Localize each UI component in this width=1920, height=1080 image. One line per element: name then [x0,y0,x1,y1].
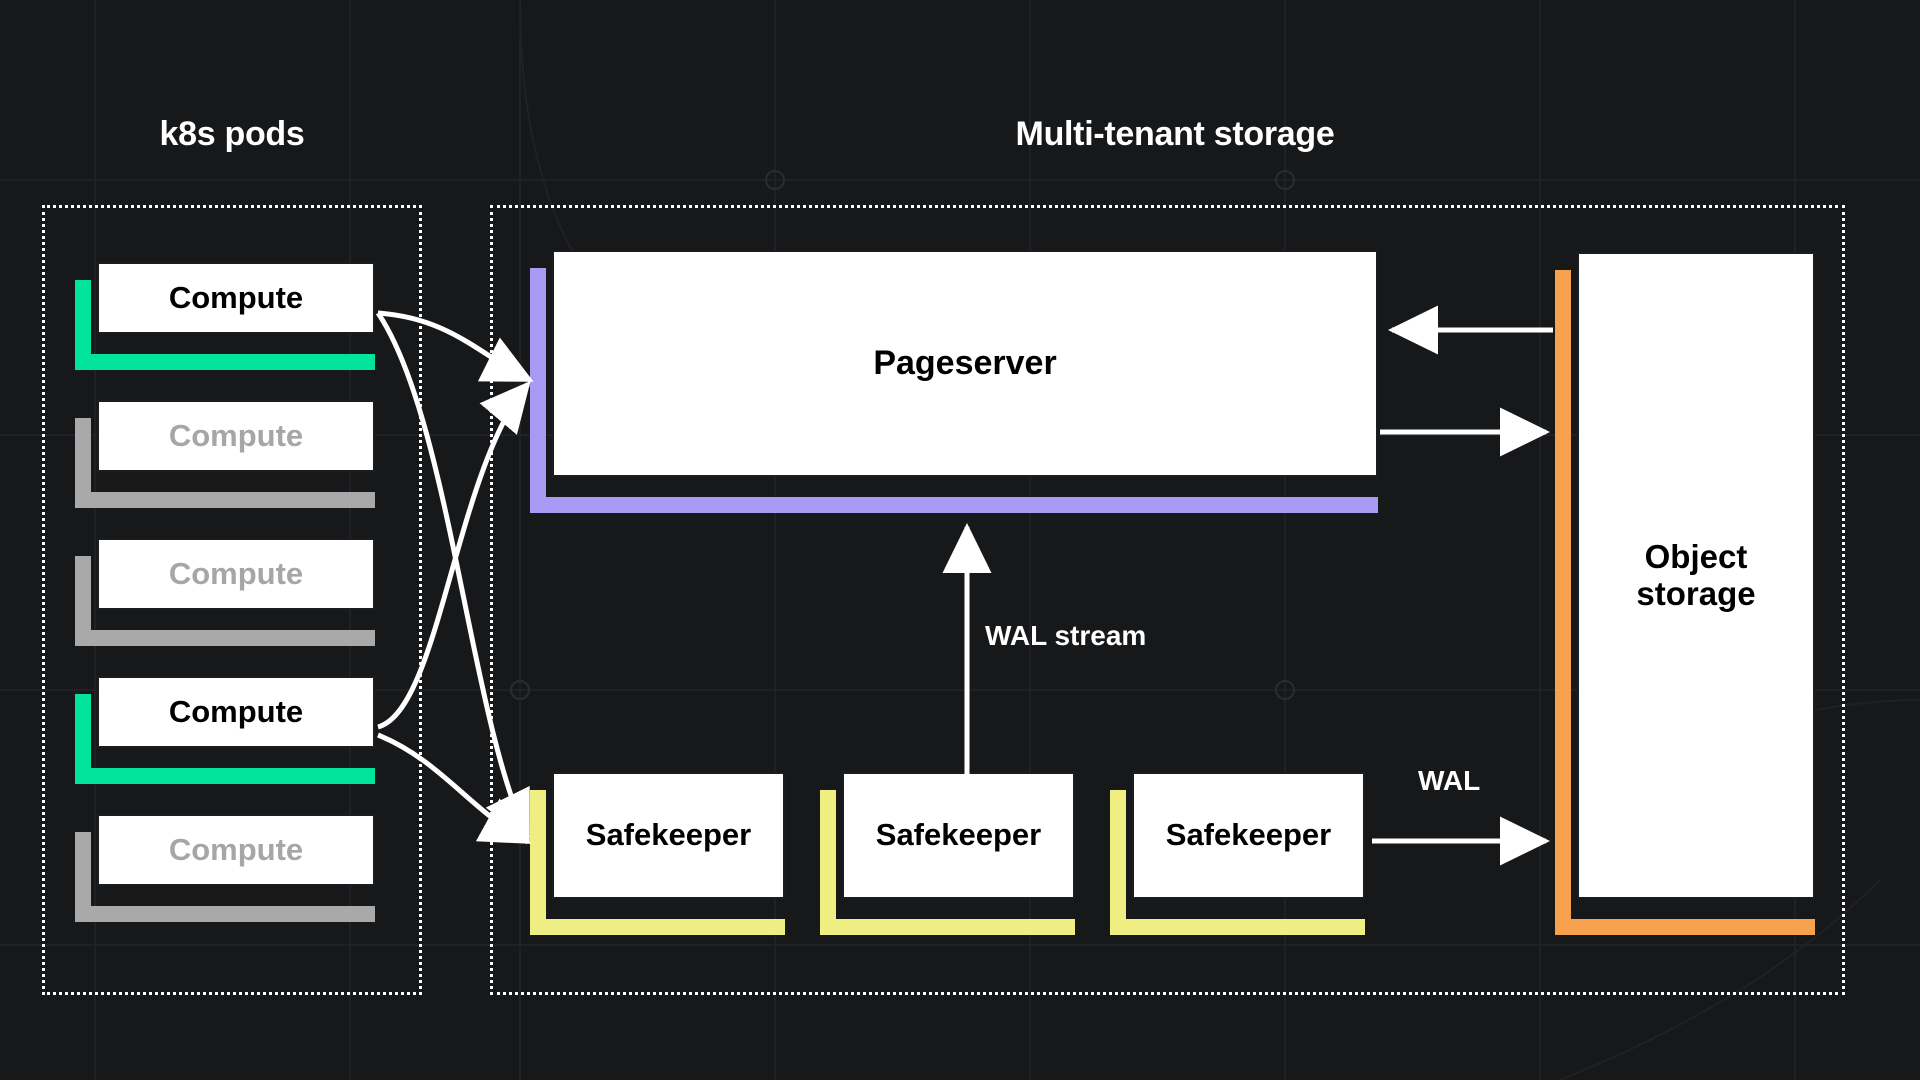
group-title-k8s-pods: k8s pods [159,115,305,153]
compute-node-1-accent [75,280,375,370]
compute-node-5[interactable]: Compute [75,814,375,922]
object-storage-node[interactable]: Object storage [1555,252,1815,935]
compute-node-2[interactable]: Compute [75,400,375,508]
safekeeper-node-2[interactable]: Safekeeper [820,772,1075,935]
compute-node-4[interactable]: Compute [75,676,375,784]
safekeeper-node-1[interactable]: Safekeeper [530,772,785,935]
group-title-multi-tenant-storage: Multi-tenant storage [1015,115,1335,153]
pageserver-node[interactable]: Pageserver [530,250,1378,513]
compute-node-1-label: Compute [97,262,375,334]
compute-node-4-label: Compute [97,676,375,748]
edge-label-wal: WAL [1418,765,1481,796]
safekeeper-node-2-accent [820,790,1075,935]
object-storage-label-line2: storage [1636,574,1756,612]
compute-node-2-accent [75,418,375,508]
safekeeper-node-1-accent [530,790,785,935]
compute-node-4-accent [75,694,375,784]
compute-node-3[interactable]: Compute [75,538,375,646]
compute-node-3-accent [75,556,375,646]
safekeeper-node-1-label: Safekeeper [552,772,785,899]
compute-node-3-label: Compute [97,538,375,610]
object-storage-label: Object storage [1577,252,1815,899]
safekeeper-node-2-label: Safekeeper [842,772,1075,899]
pageserver-label: Pageserver [552,250,1378,477]
safekeeper-node-3-label: Safekeeper [1132,772,1365,899]
object-storage-accent [1555,270,1815,935]
compute-node-5-accent [75,832,375,922]
compute-node-1[interactable]: Compute [75,262,375,370]
safekeeper-node-3[interactable]: Safekeeper [1110,772,1365,935]
compute-node-5-label: Compute [97,814,375,886]
pageserver-accent [530,268,1378,513]
object-storage-label-line1: Object [1644,537,1748,575]
safekeeper-node-3-accent [1110,790,1365,935]
compute-node-2-label: Compute [97,400,375,472]
edge-label-wal-stream: WAL stream [985,620,1147,651]
